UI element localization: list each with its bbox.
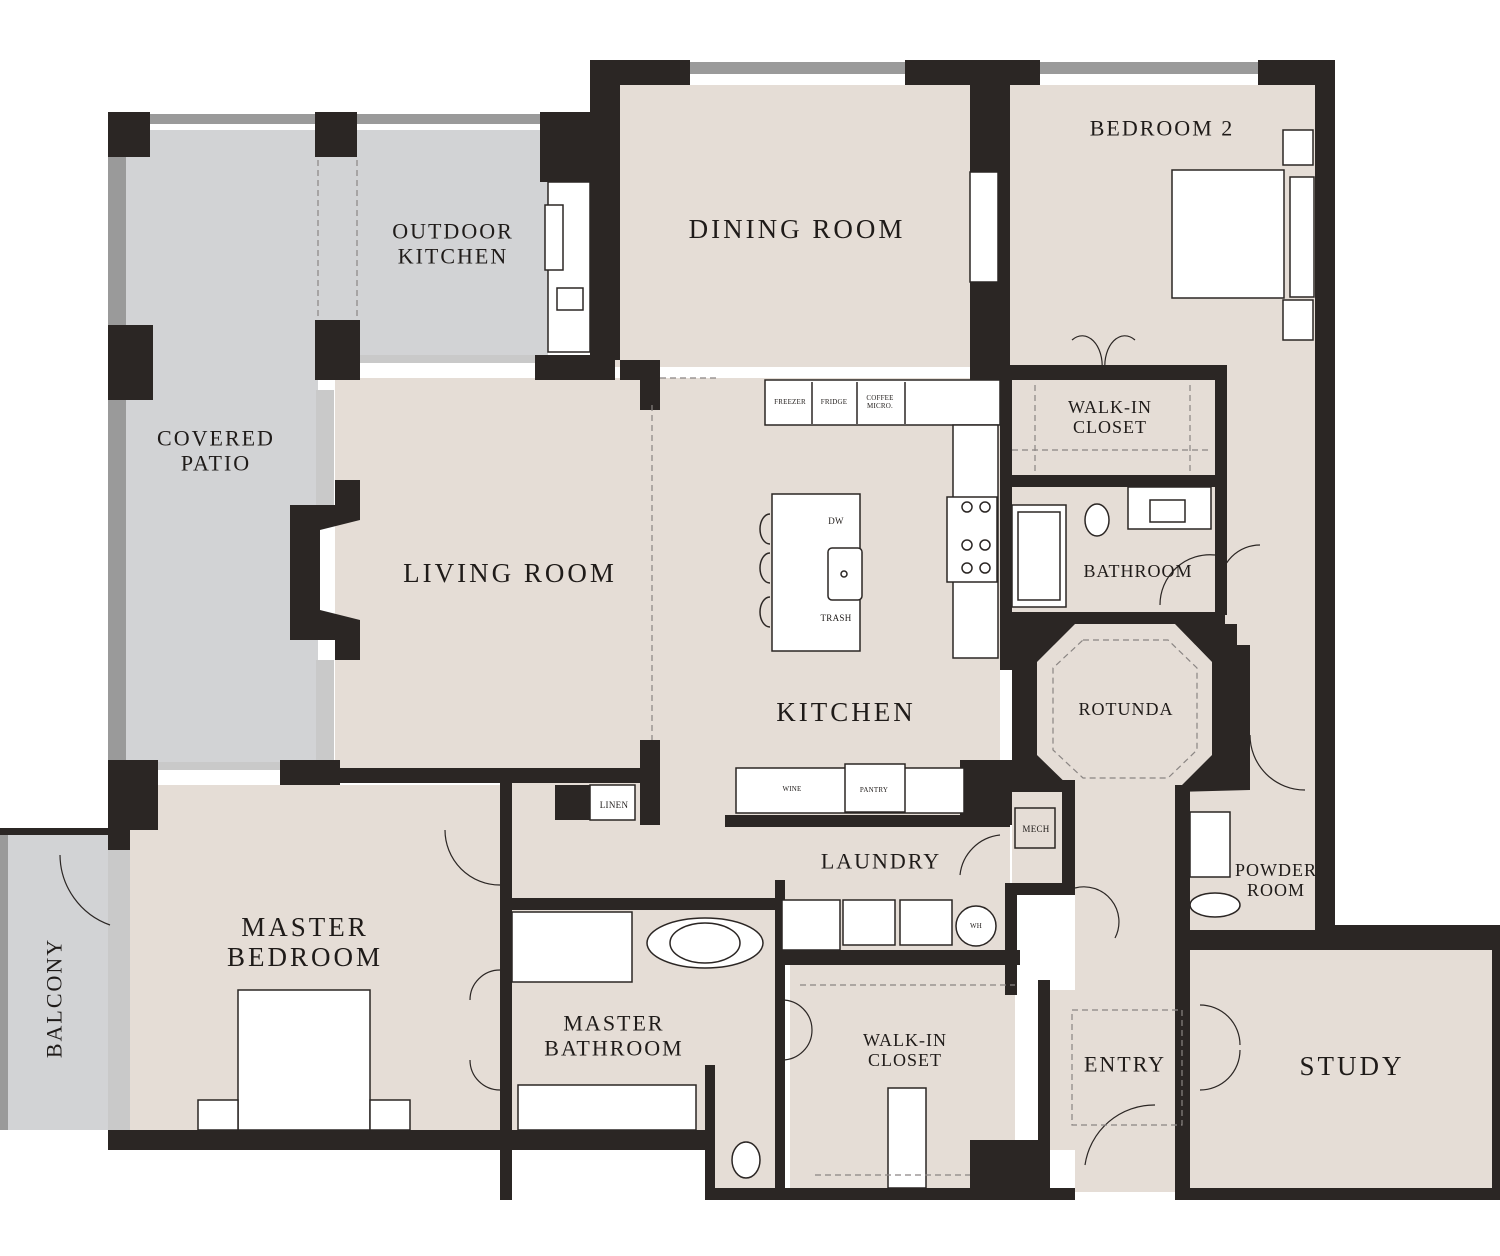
room-label-outdoor-kitchen: OUTDOOR KITCHEN (392, 218, 514, 268)
vanity-master (517, 1084, 697, 1131)
laundry-cabinets (781, 899, 841, 951)
mech-box (1014, 807, 1056, 849)
outdoor-kitchen-floor (318, 130, 548, 355)
room-label-bedroom-2: BEDROOM 2 (1089, 115, 1235, 141)
room-label-balcony: BALCONY (41, 937, 67, 1059)
windows (0, 62, 1258, 1130)
room-label-powder-room: POWDER ROOM (1235, 859, 1317, 900)
closet-island (887, 1087, 927, 1189)
fixture-label-water-heater: WH (969, 922, 983, 931)
room-label-mech: MECH (1022, 823, 1050, 834)
outdoor-floors (8, 130, 548, 1130)
water-heater (955, 905, 997, 947)
doors-and-dashes (59, 160, 1306, 1176)
room-label-master-bedroom: MASTER BEDROOM (226, 911, 384, 972)
fixture-label-freezer: FREEZER (774, 398, 806, 407)
dining-room-floor (615, 85, 970, 367)
room-label-rotunda: ROTUNDA (1078, 698, 1174, 719)
room-label-entry: ENTRY (1083, 1051, 1167, 1077)
room-label-master-bathroom: MASTER BATHROOM (544, 1010, 684, 1060)
vanity-powder (1189, 811, 1231, 878)
dining-buffet (969, 171, 999, 283)
room-label-covered-patio: COVERED PATIO (157, 425, 275, 475)
fixture-label-coffee-micro: COFFEE MICRO. (866, 394, 894, 410)
toilet-powder (1189, 892, 1241, 918)
room-label-dining-room: DINING ROOM (688, 213, 906, 244)
living-room-floor (335, 378, 645, 768)
kitchen-upper-counter (764, 379, 1001, 426)
linen-shelf (589, 784, 636, 821)
bathtub-bath2 (1011, 504, 1067, 608)
mech-floor (1012, 780, 1062, 885)
fixture-label-pantry: PANTRY (859, 786, 889, 795)
rotunda-floor (1037, 625, 1212, 792)
walk-in-closet-2-floor (1010, 380, 1215, 475)
fixture-label-fridge: FRIDGE (820, 398, 848, 407)
study-floor (1190, 950, 1492, 1190)
room-label-study: STUDY (1299, 1050, 1405, 1081)
room-label-kitchen: KITCHEN (776, 696, 916, 727)
toilet-bath2 (1084, 503, 1110, 537)
balcony-floor (8, 835, 108, 1130)
walls (0, 60, 1500, 1200)
master-bed (237, 989, 371, 1131)
room-label-walk-in-closet-2: WALK-IN CLOSET (1068, 396, 1152, 437)
room-label-walk-in-closet-master: WALK-IN CLOSET (863, 1029, 947, 1070)
toilet-master (731, 1141, 761, 1179)
covered-patio-floor (118, 130, 318, 770)
room-label-linen: LINEN (599, 799, 629, 810)
fixture-label-wine: WINE (782, 785, 802, 794)
room-label-living-room: LIVING ROOM (403, 557, 617, 588)
shower-master (511, 911, 633, 983)
fixture-label-dishwasher: DW (828, 515, 844, 526)
room-label-bathroom: BATHROOM (1083, 560, 1193, 581)
fixtures (197, 129, 1315, 1189)
bathtub-master (646, 917, 764, 969)
bed-2 (1171, 169, 1285, 299)
room-label-laundry: LAUNDRY (820, 848, 942, 874)
fixture-label-trash: TRASH (820, 612, 852, 623)
